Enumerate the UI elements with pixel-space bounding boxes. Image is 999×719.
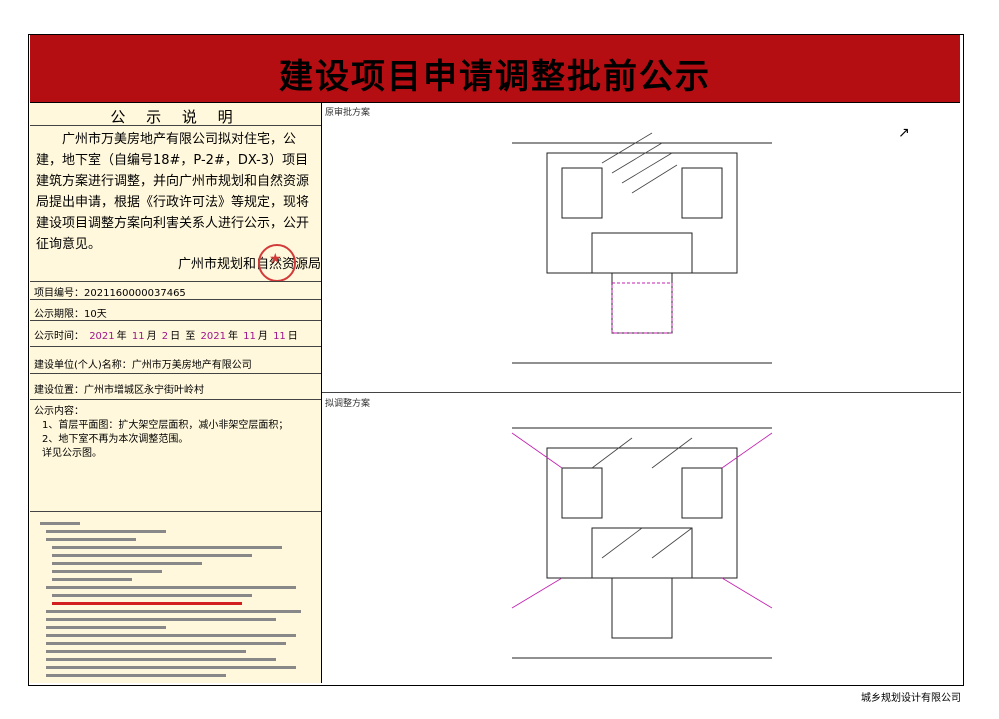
start-year: 2021 [89, 331, 115, 342]
year-unit: 年 [227, 331, 238, 342]
divider [30, 281, 321, 282]
location-label: 建设位置： [34, 385, 84, 396]
project-number-label: 项目编号： [34, 288, 84, 299]
illegible-notes [36, 518, 316, 691]
original-floor-plan [502, 123, 782, 383]
official-seal-icon [258, 244, 296, 282]
notice-heading: 公 示 说 明 [110, 108, 241, 126]
divider [30, 373, 321, 374]
period-label: 公示期限： [34, 309, 84, 320]
location-row: 建设位置：广州市增城区永宁街叶岭村 [34, 381, 204, 396]
start-month: 11 [131, 331, 145, 342]
unit-label: 建设单位(个人)名称： [34, 360, 132, 371]
notice-frame [28, 34, 964, 686]
divider [322, 392, 961, 393]
end-year: 2021 [200, 331, 226, 342]
project-number-row: 项目编号：2021160000037465 [34, 284, 186, 299]
divider [30, 399, 321, 400]
content-item: 1、首层平面图：扩大架空层面积，减小非架空层面积； [42, 420, 289, 431]
unit-value: 广州市万美房地产有限公司 [131, 360, 252, 371]
notice-panel: 公 示 说 明 广州市万美房地产有限公司拟对住宅，公建，地下室（自编号18#，P… [30, 103, 322, 683]
divider [30, 125, 321, 126]
footer-company: 城乡规划设计有限公司 [861, 693, 961, 704]
to-word: 至 [185, 331, 196, 342]
start-day: 2 [161, 331, 169, 342]
day-unit: 日 [170, 331, 181, 342]
month-unit: 月 [257, 331, 268, 342]
original-plan-label: 原审批方案 [325, 108, 371, 118]
end-day: 11 [273, 331, 286, 342]
divider [30, 511, 321, 512]
adjusted-plan-label: 拟调整方案 [325, 399, 371, 409]
divider [30, 320, 321, 321]
project-number: 2021160000037465 [84, 288, 186, 299]
notice-body: 广州市万美房地产有限公司拟对住宅，公建，地下室（自编号18#，P-2#，DX-3… [36, 132, 310, 252]
content-block: 公示内容： 1、首层平面图：扩大架空层面积，减小非架空层面积； 2、地下室不再为… [34, 405, 288, 461]
period-row: 公示期限：10天 [34, 305, 107, 320]
issuer-name: 广州市规划和自然资源局 [178, 257, 322, 272]
page-title: 建设项目申请调整批前公示 [279, 57, 711, 97]
content-item: 详见公示图。 [42, 448, 102, 459]
time-label: 公示时间： [34, 331, 84, 342]
adjusted-floor-plan [502, 408, 782, 673]
unit-row: 建设单位(个人)名称：广州市万美房地产有限公司 [34, 356, 252, 371]
small-print-block [40, 522, 301, 677]
title-banner: 建设项目申请调整批前公示 [30, 35, 960, 103]
day-unit: 日 [287, 331, 298, 342]
end-month: 11 [243, 331, 256, 342]
content-label: 公示内容： [34, 406, 84, 417]
north-arrow-icon: ↗ [898, 125, 910, 141]
divider [30, 346, 321, 347]
divider [30, 299, 321, 300]
period-value: 10天 [84, 309, 107, 320]
plans-panel: 原审批方案 拟调整方案 [322, 103, 961, 683]
content-item: 2、地下室不再为本次调整范围。 [42, 434, 189, 445]
location-value: 广州市增城区永宁街叶岭村 [84, 385, 204, 396]
month-unit: 月 [146, 331, 157, 342]
year-unit: 年 [116, 331, 127, 342]
